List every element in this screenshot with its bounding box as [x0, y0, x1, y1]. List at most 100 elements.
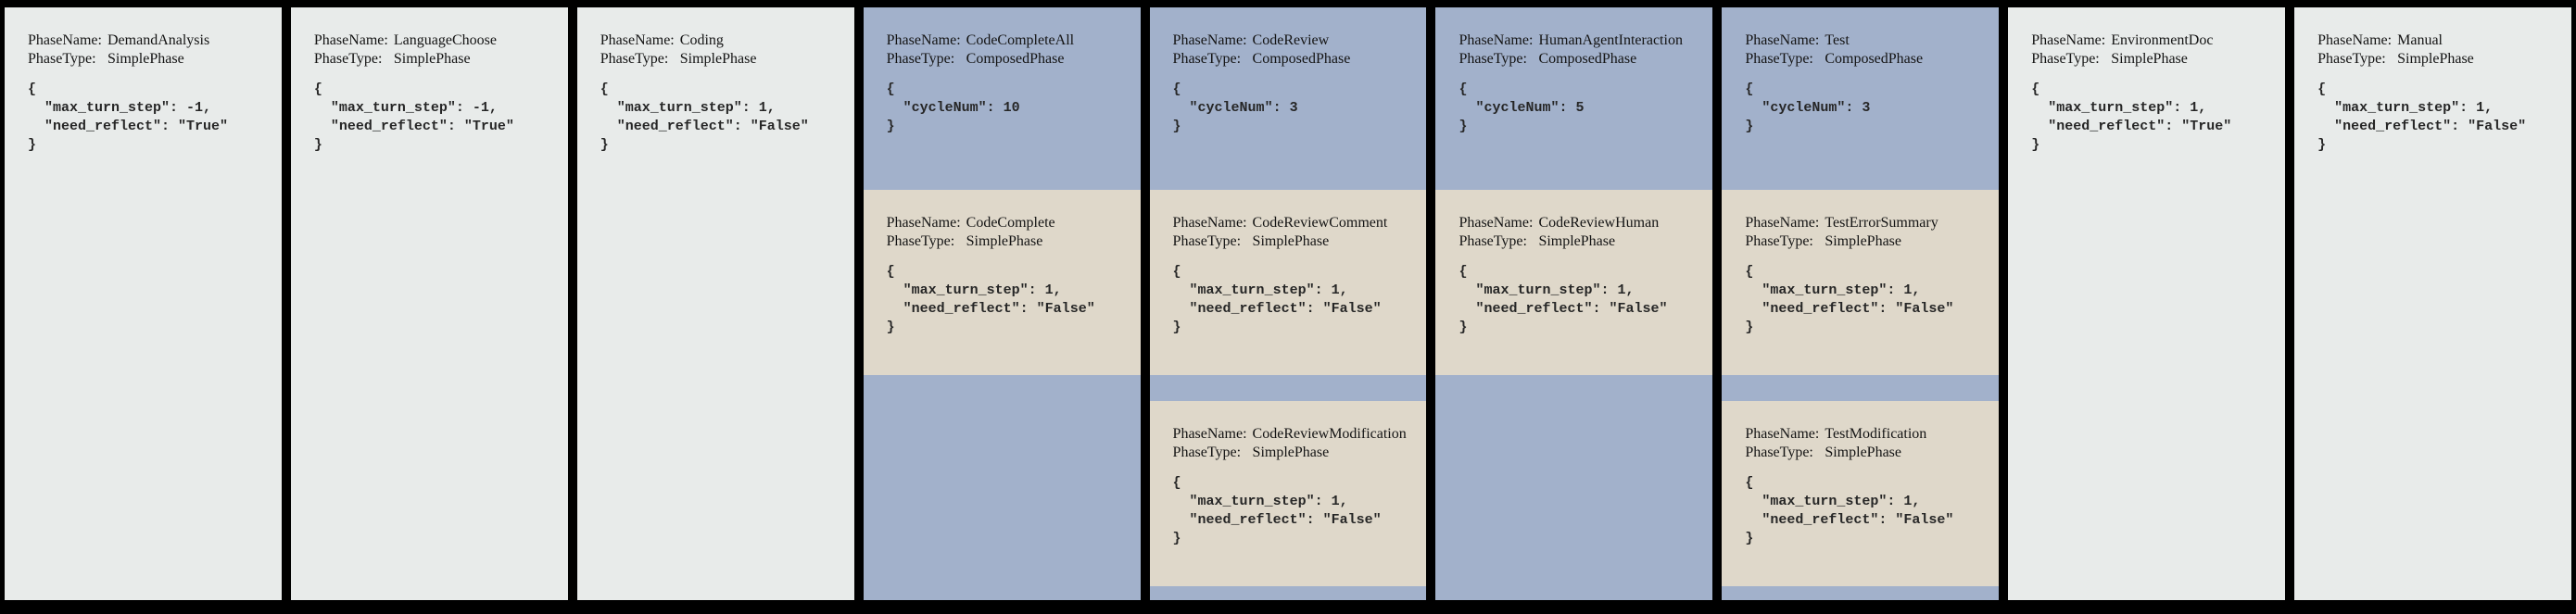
phase-name-value: CodeReviewHuman — [1538, 215, 1660, 231]
phase-type-label: PhaseType: — [1745, 51, 1813, 67]
phase-name-row: PhaseName:HumanAgentInteraction — [1458, 31, 1705, 50]
phase-config: { "max_turn_step": 1, "need_reflect": "F… — [600, 81, 847, 155]
config-line: "need_reflect": "False" — [2317, 119, 2527, 134]
composed-phase-filler — [1150, 586, 1427, 600]
config-line: { — [1458, 81, 1468, 97]
phase-header: PhaseName:CodeCompleteAll PhaseType:Comp… — [864, 7, 1141, 136]
phase-config: { "max_turn_step": 1, "need_reflect": "T… — [2031, 81, 2278, 155]
phase-type-value: SimplePhase — [1252, 445, 1330, 460]
nested-card-gap — [1150, 375, 1427, 401]
phase-type-value: ComposedPhase — [1252, 51, 1351, 67]
config-line: "cycleNum": 10 — [886, 100, 1020, 116]
phase-type-row: PhaseType:SimplePhase — [1458, 232, 1705, 251]
phase-type-value: SimplePhase — [1252, 233, 1330, 249]
phase-name-value: EnvironmentDoc — [2111, 32, 2214, 48]
phase-type-value: SimplePhase — [2111, 51, 2188, 67]
nested-phase-card-code-review-modification: PhaseName:CodeReviewModification PhaseTy… — [1149, 401, 1427, 586]
phase-type-row: PhaseType:SimplePhase — [2317, 50, 2564, 69]
composed-phase-filler — [1722, 586, 1999, 600]
phase-name-value: CodeComplete — [966, 215, 1055, 231]
config-line: "max_turn_step": 1, — [1745, 494, 1921, 509]
nested-phase-card-code-review-human: PhaseName:CodeReviewHuman PhaseType:Simp… — [1435, 190, 1713, 375]
phase-name-row: PhaseName:DemandAnalysis — [28, 31, 274, 50]
config-line: "cycleNum": 3 — [1172, 100, 1298, 116]
composed-phase-header-zone: PhaseName:CodeCompleteAll PhaseType:Comp… — [864, 7, 1141, 190]
phase-header: PhaseName:Coding PhaseType:SimplePhase {… — [577, 7, 854, 155]
config-line: { — [28, 81, 37, 97]
phase-type-value: ComposedPhase — [1538, 51, 1637, 67]
phase-header: PhaseName:CodeComplete PhaseType:SimpleP… — [864, 190, 1141, 337]
config-line: "max_turn_step": 1, — [600, 100, 776, 116]
phase-name-row: PhaseName:CodeReviewHuman — [1458, 214, 1705, 232]
nested-phase-card-code-complete: PhaseName:CodeComplete PhaseType:SimpleP… — [863, 190, 1141, 375]
phase-name-value: Manual — [2397, 32, 2443, 48]
config-line: "need_reflect": "False" — [1745, 512, 1954, 528]
phase-name-row: PhaseName:Test — [1745, 31, 1991, 50]
config-line: { — [2031, 81, 2040, 97]
config-line: } — [886, 320, 895, 335]
phase-name-row: PhaseName:LanguageChoose — [314, 31, 561, 50]
phase-name-label: PhaseName: — [1458, 215, 1534, 231]
config-line: { — [2317, 81, 2327, 97]
phase-name-label: PhaseName: — [1172, 215, 1247, 231]
phase-type-row: PhaseType:SimplePhase — [2031, 50, 2278, 69]
composed-phase-filler — [1435, 375, 1712, 600]
phase-type-label: PhaseType: — [1172, 233, 1242, 249]
config-line: } — [1745, 531, 1754, 546]
phase-name-row: PhaseName:CodeReviewComment — [1173, 214, 1420, 232]
config-line: "need_reflect": "True" — [28, 119, 229, 134]
config-line: "need_reflect": "False" — [886, 301, 1095, 317]
phase-name-row: PhaseName:CodeCompleteAll — [887, 31, 1133, 50]
composed-phase-filler — [864, 375, 1141, 600]
config-line: "max_turn_step": -1, — [28, 100, 212, 116]
config-line: { — [1172, 264, 1181, 280]
phase-name-value: DemandAnalysis — [107, 32, 210, 48]
phase-column-environment-doc: PhaseName: EnvironmentDoc PhaseType:Simpl… — [2008, 7, 2286, 600]
config-line: "max_turn_step": 1, — [1172, 282, 1348, 298]
phase-type-row: PhaseType:SimplePhase — [28, 50, 274, 69]
phase-type-label: PhaseType: — [1172, 445, 1242, 460]
phase-header: PhaseName: EnvironmentDoc PhaseType:Simpl… — [2008, 7, 2285, 155]
phase-name-value: CodeReviewModification — [1252, 426, 1407, 442]
phase-name-value: TestModification — [1825, 426, 1927, 442]
config-line: { — [600, 81, 609, 97]
composed-phase-header-zone: PhaseName:CodeReview PhaseType:ComposedP… — [1150, 7, 1427, 190]
phase-column-test: PhaseName:Test PhaseType:ComposedPhase {… — [1722, 7, 2000, 600]
config-line: "max_turn_step": 1, — [886, 282, 1062, 298]
phase-type-value: SimplePhase — [107, 51, 184, 67]
phase-config: { "max_turn_step": 1, "need_reflect": "F… — [887, 263, 1133, 337]
config-line: { — [1745, 264, 1754, 280]
phase-name-value: TestErrorSummary — [1825, 215, 1938, 231]
phase-type-label: PhaseType: — [2317, 51, 2386, 67]
phase-name-label: PhaseName: — [2031, 32, 2106, 48]
phase-type-value: ComposedPhase — [966, 51, 1065, 67]
phase-header: PhaseName:LanguageChoose PhaseType:Simpl… — [291, 7, 568, 155]
config-line: } — [1458, 119, 1468, 134]
phase-header: PhaseName:TestModification PhaseType:Sim… — [1722, 401, 1999, 548]
phase-config: { "max_turn_step": -1, "need_reflect": "… — [28, 81, 274, 155]
composed-phase-header-zone: PhaseName:Test PhaseType:ComposedPhase {… — [1722, 7, 1999, 190]
phase-name-label: PhaseName: — [1458, 32, 1534, 48]
phase-type-value: SimplePhase — [966, 233, 1043, 249]
phase-type-label: PhaseType: — [886, 233, 955, 249]
phase-type-value: SimplePhase — [1538, 233, 1616, 249]
config-line: } — [1458, 320, 1468, 335]
phase-header: PhaseName:CodeReviewComment PhaseType: Si… — [1150, 190, 1427, 337]
config-line: { — [1172, 475, 1181, 491]
phase-header: PhaseName:CodeReviewModification PhaseTy… — [1150, 401, 1427, 548]
config-line: "max_turn_step": 1, — [1745, 282, 1921, 298]
config-line: { — [886, 264, 895, 280]
phase-config: { "max_turn_step": -1, "need_reflect": "… — [314, 81, 561, 155]
nested-phase-card-test-error-summary: PhaseName:TestErrorSummary PhaseType:Sim… — [1722, 190, 2000, 375]
phase-name-value: CodeCompleteAll — [966, 32, 1075, 48]
phase-header: PhaseName:Manual PhaseType:SimplePhase {… — [2294, 7, 2571, 155]
config-line: { — [1745, 475, 1754, 491]
phase-name-row: PhaseName:CodeReview — [1173, 31, 1420, 50]
config-line: } — [28, 137, 37, 153]
phase-type-row: PhaseType:ComposedPhase — [1745, 50, 1991, 69]
phase-config: { "max_turn_step": 1, "need_reflect": "F… — [1173, 263, 1420, 337]
phase-name-label: PhaseName: — [1745, 426, 1820, 442]
phase-config: { "max_turn_step": 1, "need_reflect": "F… — [1745, 474, 1991, 548]
config-line: "need_reflect": "False" — [1172, 301, 1382, 317]
